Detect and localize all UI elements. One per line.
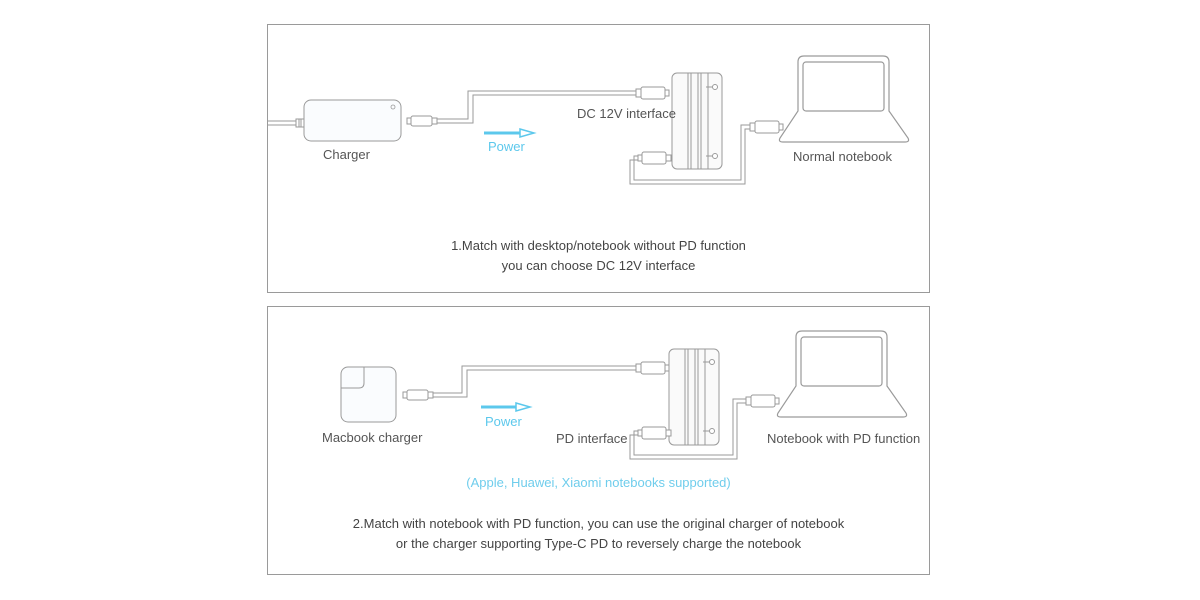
macbook-charger-label: Macbook charger xyxy=(322,430,423,445)
power-arrow-icon xyxy=(484,128,537,138)
caption-line-2: or the charger supporting Type-C PD to r… xyxy=(395,536,802,551)
diagram-panel-pd: Macbook charger Power PD interface Noteb… xyxy=(267,306,930,575)
panel-caption: 1.Match with desktop/notebook without PD… xyxy=(268,236,929,276)
usb-c-plug-icon xyxy=(406,115,438,127)
pd-notebook-label: Notebook with PD function xyxy=(767,431,921,446)
laptop-icon xyxy=(778,55,910,143)
hub-icon xyxy=(671,72,723,170)
usb-c-plug-icon xyxy=(745,394,780,408)
connection-diagram-dc12v xyxy=(268,55,910,185)
usb-c-plug-icon xyxy=(749,120,784,134)
usb-c-plug-icon xyxy=(402,389,434,401)
cable-to-hub xyxy=(437,90,636,124)
charger-label: Charger xyxy=(323,147,370,162)
normal-notebook-label: Normal notebook xyxy=(793,149,892,164)
panel-caption: 2.Match with notebook with PD function, … xyxy=(268,514,929,554)
power-arrow-icon xyxy=(481,402,533,412)
macbook-charger-icon xyxy=(340,366,397,423)
usb-c-plug-icon xyxy=(637,426,672,440)
pd-interface-label: PD interface xyxy=(556,431,628,446)
supported-brands-note: (Apple, Huawei, Xiaomi notebooks support… xyxy=(466,475,731,490)
cable-to-notebook xyxy=(629,398,746,460)
power-adapter-icon xyxy=(303,99,402,142)
power-label: Power xyxy=(488,139,525,154)
usb-c-plug-icon xyxy=(637,151,672,165)
connection-diagram-pd xyxy=(340,330,908,460)
laptop-icon xyxy=(776,330,908,418)
cable-to-notebook xyxy=(629,124,750,185)
cable-to-hub xyxy=(433,365,636,398)
usb-c-plug-icon xyxy=(635,361,670,375)
caption-line-1: 2.Match with notebook with PD function, … xyxy=(352,516,845,531)
usb-c-plug-icon xyxy=(635,86,670,100)
charger-input-cable xyxy=(268,118,305,128)
dc12v-interface-label: DC 12V interface xyxy=(577,106,676,121)
caption-line-1: 1.Match with desktop/notebook without PD… xyxy=(451,238,746,253)
diagram-panel-dc12v: Charger Power DC 12V interface Normal no… xyxy=(267,24,930,293)
hub-icon xyxy=(668,348,720,446)
caption-line-2: you can choose DC 12V interface xyxy=(501,258,696,273)
power-label: Power xyxy=(485,414,522,429)
